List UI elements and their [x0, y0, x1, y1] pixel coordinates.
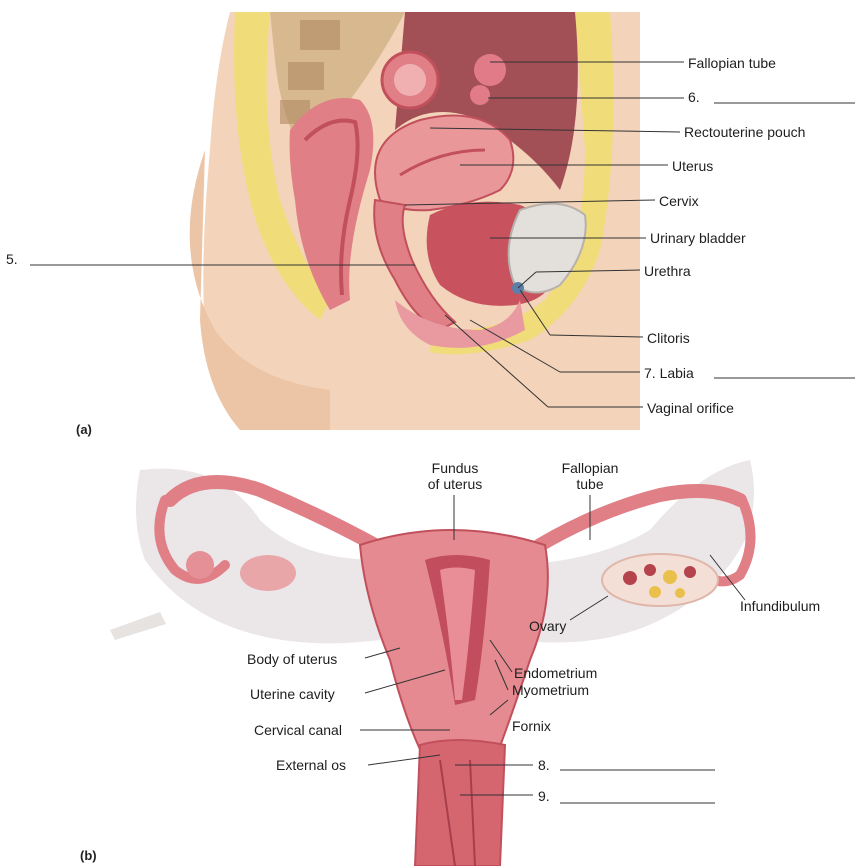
- label-endometrium: Endometrium: [514, 665, 597, 681]
- label-urinary-bladder: Urinary bladder: [650, 230, 746, 246]
- label-blank-6: 6.: [688, 89, 700, 105]
- label-ovary: Ovary: [529, 618, 566, 634]
- label-fornix: Fornix: [512, 718, 551, 734]
- label-uterus: Uterus: [672, 158, 713, 174]
- label-clitoris: Clitoris: [647, 330, 690, 346]
- label-fundus-of-uterus: Fundus of uterus: [405, 460, 505, 492]
- label-cervical-canal: Cervical canal: [254, 722, 342, 738]
- label-infundibulum: Infundibulum: [740, 598, 820, 614]
- label-blank-5: 5.: [6, 251, 18, 267]
- label-body-of-uterus: Body of uterus: [247, 651, 337, 667]
- label-rectouterine-pouch: Rectouterine pouch: [684, 124, 805, 140]
- label-urethra: Urethra: [644, 263, 691, 279]
- label-cervix: Cervix: [659, 193, 699, 209]
- panel-b-letter: (b): [80, 848, 97, 863]
- label-fallopian-tube: Fallopian tube: [688, 55, 776, 71]
- label-external-os: External os: [276, 757, 346, 773]
- label-blank-7-labia: 7. Labia: [644, 365, 694, 381]
- label-uterine-cavity: Uterine cavity: [250, 686, 335, 702]
- label-fallopian-tube-b: Fallopian tube: [545, 460, 635, 492]
- panel-b-illustration: [110, 460, 754, 866]
- label-blank-9: 9.: [538, 788, 550, 804]
- label-vaginal-orifice: Vaginal orifice: [647, 400, 734, 416]
- panel-a-letter: (a): [76, 422, 92, 437]
- label-myometrium: Myometrium: [512, 682, 589, 698]
- label-blank-8: 8.: [538, 757, 550, 773]
- panel-a-illustration: [190, 12, 640, 430]
